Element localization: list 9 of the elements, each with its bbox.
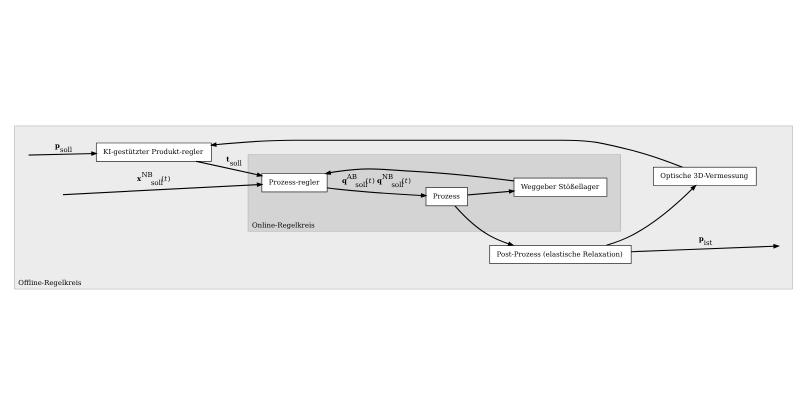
arrow xyxy=(467,188,516,195)
arrow xyxy=(327,186,428,198)
arrow xyxy=(454,205,515,246)
arrow xyxy=(210,139,683,168)
arrow xyxy=(324,168,514,181)
arrow xyxy=(196,160,264,176)
arrow xyxy=(28,150,98,156)
arrow xyxy=(62,182,264,195)
arrow xyxy=(631,243,780,252)
